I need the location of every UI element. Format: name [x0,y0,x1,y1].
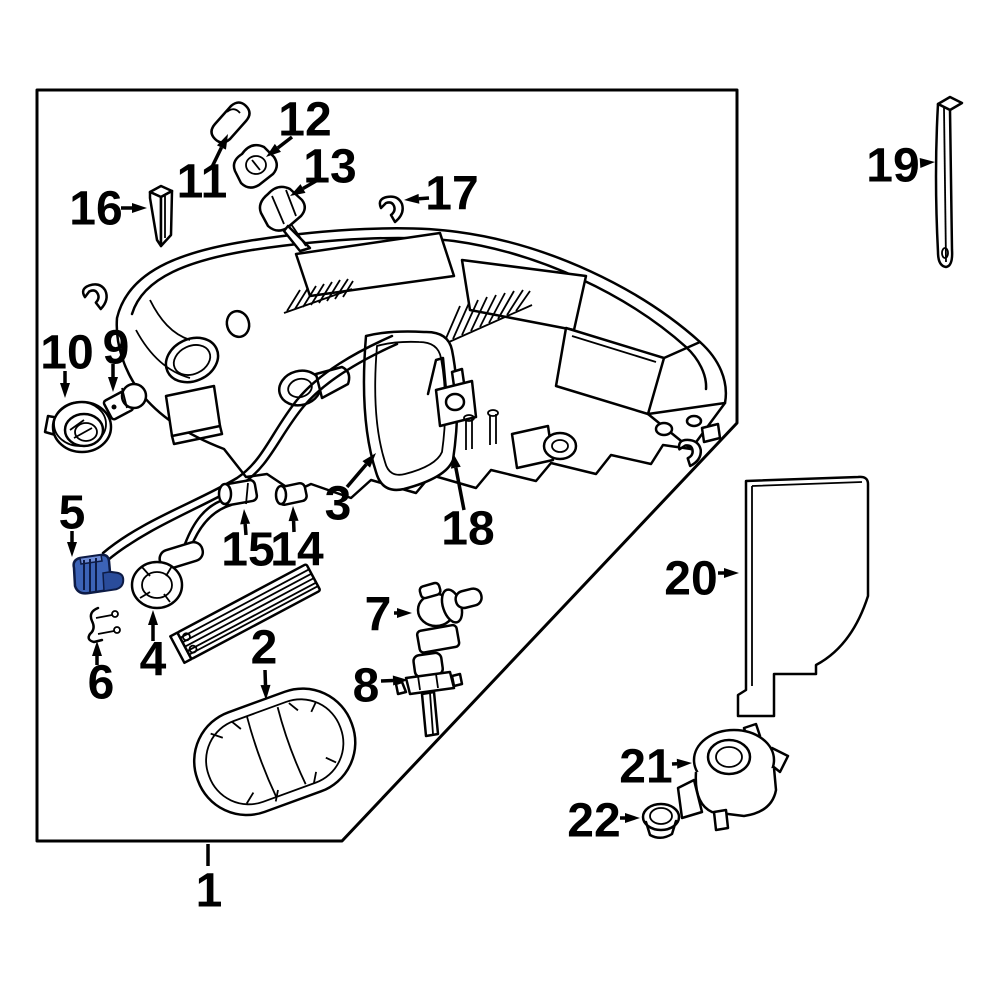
callout-arrowhead-22 [625,813,640,823]
callout-arrowhead-20 [724,568,739,578]
part-14-socket [274,481,308,507]
callout-9: 9 [103,322,130,375]
callout-leader-11 [210,146,224,168]
part-11-bulb [210,101,251,144]
callout-16: 16 [69,183,122,236]
callout-15: 15 [221,524,274,577]
part-16-clip [148,184,174,248]
callout-arrowhead-12 [266,143,281,157]
callout-arrowhead-7 [397,608,412,618]
part-1-assembly-boundary [35,88,739,843]
part-5-connector-highlighted [72,553,125,595]
part-2-lens-bezel [192,687,357,817]
callout-leader-15 [243,523,248,536]
callout-arrowhead-8 [392,675,408,686]
callout-arrowhead-10 [60,383,70,398]
callout-leader-13 [302,179,317,191]
housing-mount-tabs [654,414,722,444]
callout-leader-2 [263,669,268,686]
callout-arrowhead-16 [132,203,147,213]
callout-arrowhead-3 [362,453,376,468]
callout-leader-3 [345,463,368,489]
callout-20: 20 [664,553,717,606]
callout-17: 17 [425,168,478,221]
part-19-stick [934,95,964,269]
part-21-retainer [676,722,790,832]
callout-arrowhead-17 [404,193,420,204]
part-9-bulb [102,382,148,421]
callout-arrowhead-14 [288,506,299,522]
callout-arrowhead-5 [67,542,77,557]
callout-arrowhead-21 [676,758,692,769]
callout-leader-12 [276,135,294,150]
callout-19: 19 [866,140,919,193]
part-8-holder-stem [394,651,464,738]
headlamp-housing [101,227,728,562]
callout-22: 22 [567,795,620,848]
vent-hatch-left [283,278,354,314]
callout-13: 13 [303,141,356,194]
ribbed-rail [169,563,321,665]
callout-arrowhead-4 [148,610,158,625]
callout-arrowhead-15 [240,509,251,525]
wire-harness [101,334,399,562]
callout-18: 18 [441,503,494,556]
side-marker-opening [164,336,220,384]
callout-leader-17 [418,196,430,201]
callout-arrowhead-11 [216,134,228,150]
part-13-socket [258,185,312,253]
callout-arrowhead-6 [92,641,102,656]
callout-arrowhead-18 [450,453,461,469]
callout-7: 7 [365,589,392,642]
callout-8: 8 [353,660,380,713]
callout-3: 3 [325,478,352,531]
adjuster-bolts [463,409,578,470]
callout-12: 12 [278,94,331,147]
callout-arrowhead-13 [290,184,306,196]
callout-6: 6 [88,657,115,710]
part-6-wire-clip [87,606,121,644]
part-17-clip [378,195,404,224]
callout-arrowhead-2 [260,684,271,700]
part-12-socket [232,143,278,189]
part-22-grommet [641,802,681,839]
callout-2: 2 [251,622,278,675]
callout-21: 21 [619,741,672,794]
callout-arrowhead-9 [108,377,118,392]
callout-5: 5 [59,487,86,540]
clip-upper-left [80,281,110,313]
vent-hatch-right [439,289,533,347]
part-10-socket [43,400,113,454]
part-20-bracket-panel [736,475,870,718]
callout-14: 14 [270,524,324,577]
part-7-bulb-holder [415,581,483,654]
part-4-bulb [130,540,205,610]
callout-arrowhead-19 [919,158,935,168]
callout-leader-18 [454,467,466,511]
housing-top-panel-left [294,231,456,298]
callout-4: 4 [140,634,167,687]
callout-1: 1 [196,865,223,918]
callout-11: 11 [177,156,228,209]
callout-10: 10 [40,327,93,380]
